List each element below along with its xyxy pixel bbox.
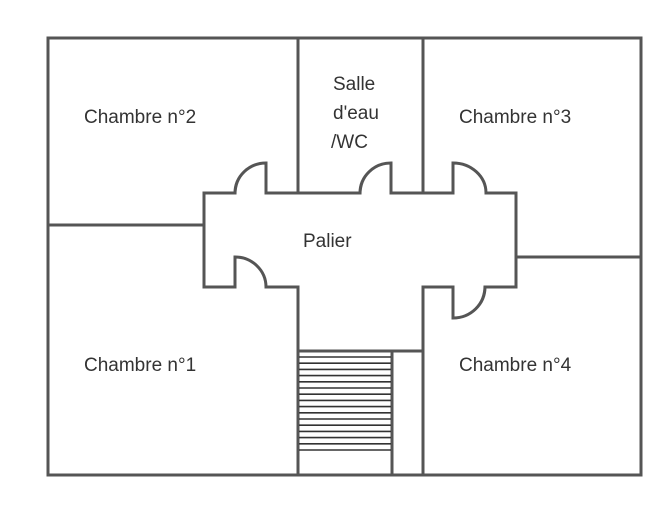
label-chambre2: Chambre n°2 — [84, 107, 196, 128]
label-salle-line1: Salle — [333, 74, 375, 95]
door-chambre1 — [233, 255, 268, 289]
label-chambre4: Chambre n°4 — [459, 355, 572, 376]
walls — [46, 36, 643, 477]
palier-outline-top — [202, 191, 518, 289]
door-chambre2 — [233, 161, 268, 195]
label-chambre3: Chambre n°3 — [459, 107, 571, 128]
door-chambre3 — [451, 161, 488, 195]
label-chambre1: Chambre n°1 — [84, 355, 196, 376]
label-salle-line3: /WC — [331, 132, 368, 153]
label-salle-line2: d'eau — [333, 103, 379, 124]
staircase — [299, 356, 391, 451]
label-palier: Palier — [303, 231, 352, 252]
door-chambre4 — [451, 285, 487, 320]
palier-outline-bottom — [264, 285, 455, 477]
doors — [233, 161, 488, 320]
door-salle — [358, 161, 393, 195]
